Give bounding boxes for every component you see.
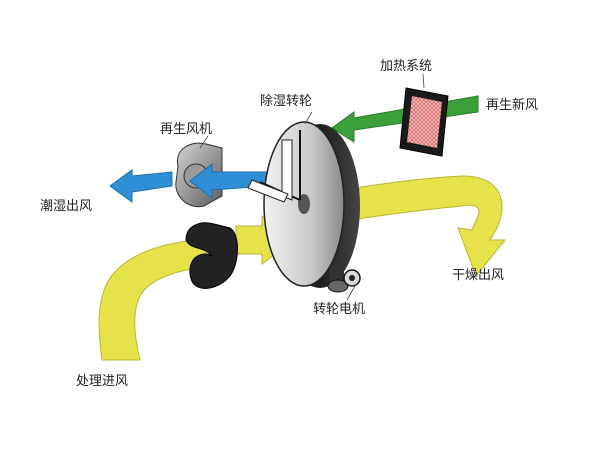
regen-fresh-air-label: 再生新风 <box>486 98 539 113</box>
heater-element <box>399 87 449 157</box>
regen-fan-label: 再生风机 <box>160 122 213 137</box>
desiccant-wheel-label: 除湿转轮 <box>260 94 313 109</box>
desiccant-wheel <box>247 121 360 288</box>
process-fan <box>185 222 238 289</box>
regen-exhaust-arrow <box>109 162 269 203</box>
wheel-motor <box>327 266 361 293</box>
leader-lines <box>199 73 425 301</box>
heating-system-label: 加热系统 <box>380 59 433 74</box>
dry-outlet-label: 干燥出风 <box>452 268 505 283</box>
humid-outlet-label: 潮湿出风 <box>40 199 93 214</box>
process-inlet-label: 处理进风 <box>76 374 129 389</box>
wheel-motor-label: 转轮电机 <box>313 302 366 317</box>
